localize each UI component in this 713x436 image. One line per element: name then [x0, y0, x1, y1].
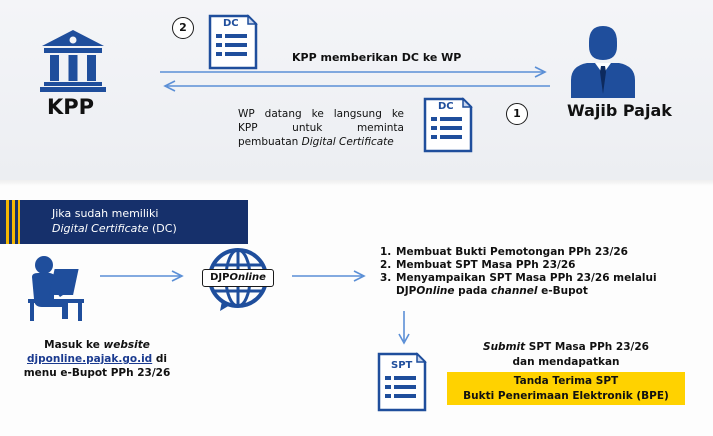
banner-line-1: Jika sudah memiliki	[52, 207, 159, 220]
bpe-line-1: Tanda Terima SPT	[513, 375, 619, 387]
djp-prefix: DJP	[210, 272, 230, 283]
user-caption: Masuk ke website djponline.pajak.go.id d…	[22, 338, 172, 380]
document-icon	[377, 352, 427, 412]
step-text-2: Membuat SPT Masa PPh 23/26	[396, 259, 576, 271]
result-line-2: dan mendapatkan	[512, 356, 620, 368]
bpe-line-2: Bukti Penerimaan Elektronik (BPE)	[463, 390, 669, 402]
user-laptop-icon	[28, 256, 84, 321]
banner-line-2: Digital Certificate (DC)	[52, 221, 177, 236]
wp-request-line-3-prefix: pembuatan	[238, 136, 302, 148]
cont-ebupot: e-Bupot	[537, 285, 588, 297]
wajib-pajak-label: Wajib Pajak	[567, 101, 672, 120]
user-caption-line-3: menu e-Bupot PPh 23/26	[23, 367, 171, 379]
dc-condition-banner: Jika sudah memiliki Digital Certificate …	[0, 200, 248, 244]
step-text-3: Menyampaikan SPT Masa PPh 23/26 melalui	[396, 272, 657, 284]
djp-online-logo: DJPOnline	[196, 243, 280, 313]
user-caption-line-2: djponline.pajak.go.id di	[22, 352, 172, 366]
cont-channel: channel	[491, 285, 538, 297]
document-icon	[423, 97, 473, 153]
djponline-link[interactable]: djponline.pajak.go.id	[27, 353, 153, 365]
result-line-1: Submit SPT Masa PPh 23/26	[447, 340, 685, 355]
dc-document-icon-2: DC	[423, 97, 473, 153]
cont-pada: pada	[454, 285, 492, 297]
banner-line-2-suffix: (DC)	[148, 222, 177, 235]
wp-request-line-2: KPP untuk meminta	[238, 122, 404, 134]
dc-document-label: DC	[223, 18, 239, 29]
banner-text: Jika sudah memiliki Digital Certificate …	[52, 206, 177, 236]
wp-request-line-1: WP datang ke langsung ke	[238, 108, 404, 120]
wp-request-line-3-italic: Digital Certificate	[301, 136, 394, 148]
caption-di: di	[152, 353, 167, 365]
government-building-icon	[40, 30, 106, 92]
dc-document-icon: DC	[208, 14, 258, 70]
businessman-icon	[571, 26, 635, 98]
wp-request-text: WP datang ke langsung ke KPP untuk memin…	[238, 107, 404, 149]
arrow-to-djp	[100, 270, 184, 282]
arrow-to-steps	[292, 270, 366, 282]
step-cont-indent	[380, 285, 396, 298]
step-num-1: 1.	[380, 246, 392, 258]
exchange-arrows	[160, 66, 550, 92]
caption-website: website	[103, 339, 150, 351]
arrow-down	[398, 311, 410, 345]
result-text: Submit SPT Masa PPh 23/26 dan mendapatka…	[447, 340, 685, 370]
step-1-badge: 1	[506, 103, 528, 125]
cont-djp: DJP	[396, 285, 417, 297]
step-text-1: Membuat Bukti Pemotongan PPh 23/26	[396, 246, 628, 258]
kpp-label: KPP	[47, 95, 95, 119]
step-2-badge: 2	[172, 17, 194, 39]
step-item-1: 1. Membuat Bukti Pemotongan PPh 23/26	[380, 246, 690, 259]
caption-prefix: Masuk ke	[44, 339, 104, 351]
bpe-highlight-box: Tanda Terima SPT Bukti Penerimaan Elektr…	[447, 372, 685, 405]
arrow-caption: KPP memberikan DC ke WP	[292, 51, 462, 64]
user-caption-line-1: Masuk ke website	[22, 338, 172, 352]
step-num-3: 3.	[380, 272, 392, 284]
wp-request-line-3: pembuatan Digital Certificate	[238, 135, 404, 149]
dc-document-label-2: DC	[438, 101, 454, 112]
step-item-3: 3. Menyampaikan SPT Masa PPh 23/26 melalu…	[380, 272, 690, 285]
result-line-1-suffix: SPT Masa PPh 23/26	[525, 341, 649, 353]
result-submit: Submit	[483, 341, 526, 353]
cont-online: Online	[416, 285, 455, 297]
document-icon	[208, 14, 258, 70]
spt-document-label: SPT	[391, 360, 413, 371]
banner-stripe	[6, 200, 20, 244]
step-item-3-cont: DJPOnline pada channel e-Bupot	[380, 285, 690, 298]
spt-document-icon: SPT	[377, 352, 427, 412]
step-item-2: 2. Membuat SPT Masa PPh 23/26	[380, 259, 690, 272]
djp-online-text: DJPOnline	[202, 269, 274, 287]
step-num-2: 2.	[380, 259, 392, 271]
banner-line-2-italic: Digital Certificate	[52, 222, 149, 235]
step-text-3-cont: DJPOnline pada channel e-Bupot	[396, 285, 588, 298]
top-panel-shadow	[0, 180, 713, 186]
steps-list: 1. Membuat Bukti Pemotongan PPh 23/26 2. M…	[380, 246, 690, 298]
djp-online-italic: Online	[229, 272, 266, 283]
